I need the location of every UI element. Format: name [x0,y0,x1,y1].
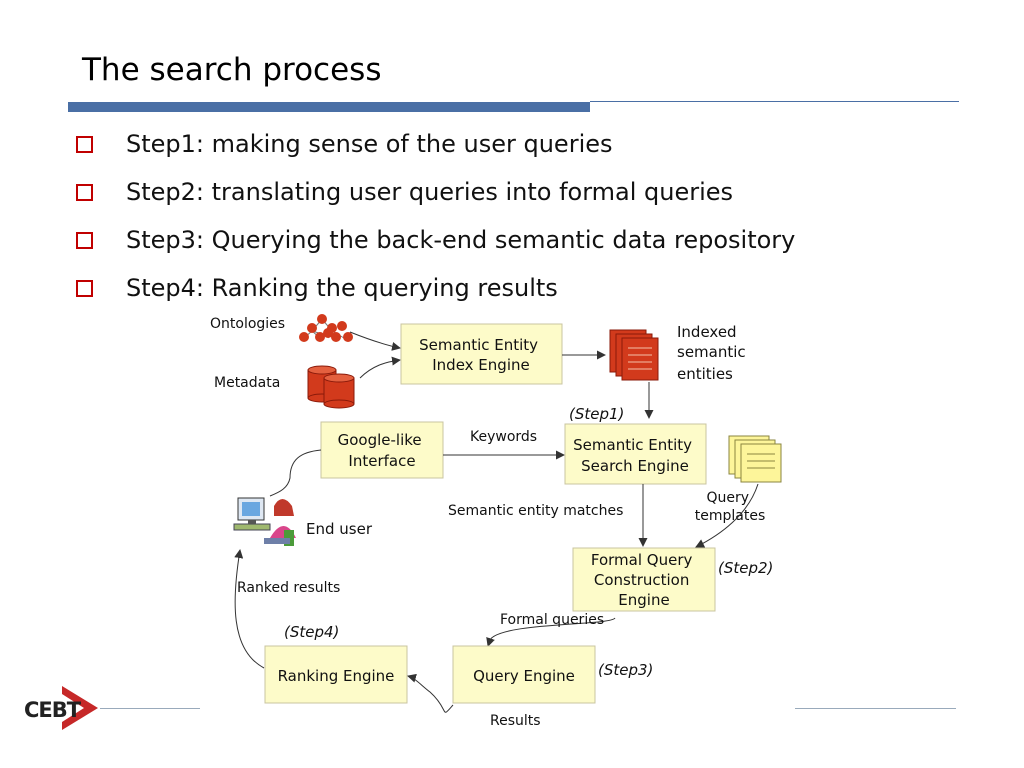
semantic-entity-search-engine-box [564,423,707,485]
svg-text:Semantic Entity Search Eng: Semantic Entity Search Engine [573,436,697,475]
keywords-label: Keywords [470,429,537,445]
database-icon [307,365,355,409]
query-templates-label: Query [707,490,750,506]
bullet-item: Step4: Ranking the querying results [76,264,795,312]
ontologies-label: Ontologies [210,316,285,332]
formal-query-construction-engine-box [572,547,716,612]
slide-title: The search process [82,52,382,88]
ranking-engine-box [264,645,408,704]
search-engine-label-line: Semantic Entity [573,436,692,454]
results-label: Results [490,713,541,729]
index-engine-label-line: Index Engine [432,356,529,374]
ranking-engine-label: Ranking Engine [278,667,395,685]
step1-label: (Step1) [569,405,624,423]
step4-label: (Step4) [284,623,339,641]
svg-text:Google-like Interface: Google-like Interface [338,431,427,470]
title-underline-bar [68,102,590,112]
interface-label-line: Google-like [338,431,422,449]
bullet-text: Step2: translating user queries into for… [126,178,734,206]
svg-text:Indexed semantic entit: Indexed semantic entities [677,323,750,383]
svg-text:Semantic Entity Index Engi: Semantic Entity Index Engine [419,336,543,374]
indexed-documents-icon [609,329,659,381]
ontology-graph-icon [299,314,353,342]
bullet-item: Step2: translating user queries into for… [76,168,795,216]
formal-queries-label: Formal queries [500,612,604,628]
title-underline-rule [590,101,959,102]
search-process-diagram: Ontologies Metadata Semantic Entity Inde… [210,314,782,729]
indexed-entities-label: entities [677,365,733,383]
indexed-entities-label: semantic [677,343,746,361]
end-user-icon [233,497,296,546]
indexed-entities-label: Indexed [677,323,737,341]
square-bullet-icon [76,135,93,153]
semantic-entity-index-engine-box [400,323,563,385]
query-engine-label: Query Engine [473,667,575,685]
formal-query-label-line: Engine [618,591,669,609]
bullet-list: Step1: making sense of the user queries … [76,120,795,312]
ranked-results-label: Ranked results [237,580,340,596]
square-bullet-icon [76,231,93,249]
bullet-item: Step1: making sense of the user queries [76,120,795,168]
footer-rule-right [795,708,956,709]
bullet-text: Step4: Ranking the querying results [126,274,558,302]
step2-label: (Step2) [718,559,773,577]
svg-text:Query templates: Query templates [695,490,766,524]
query-templates-label: templates [695,508,766,524]
logo-text: CEBT [24,698,82,722]
footer-rule-left [100,708,200,709]
bullet-text: Step3: Querying the back-end semantic da… [126,226,796,254]
index-engine-label-line: Semantic Entity [419,336,538,354]
interface-label-line: Interface [348,452,415,470]
formal-query-label-line: Construction [594,571,690,589]
query-engine-box [452,645,596,704]
google-like-interface-box [320,421,444,479]
metadata-label: Metadata [214,375,280,391]
step3-label: (Step3) [598,661,653,679]
formal-query-label-line: Formal Query [591,551,693,569]
bullet-item: Step3: Querying the back-end semantic da… [76,216,795,264]
semantic-entity-matches-label: Semantic entity matches [448,503,623,519]
bullet-text: Step1: making sense of the user queries [126,130,613,158]
end-user-label: End user [306,520,373,538]
square-bullet-icon [76,183,93,201]
query-templates-icon [728,435,782,483]
cebt-logo: CEBT [24,686,98,730]
search-engine-label-line: Search Engine [581,457,689,475]
svg-text:Formal Query Construction: Formal Query Construction Engine [591,551,697,609]
square-bullet-icon [76,279,93,297]
